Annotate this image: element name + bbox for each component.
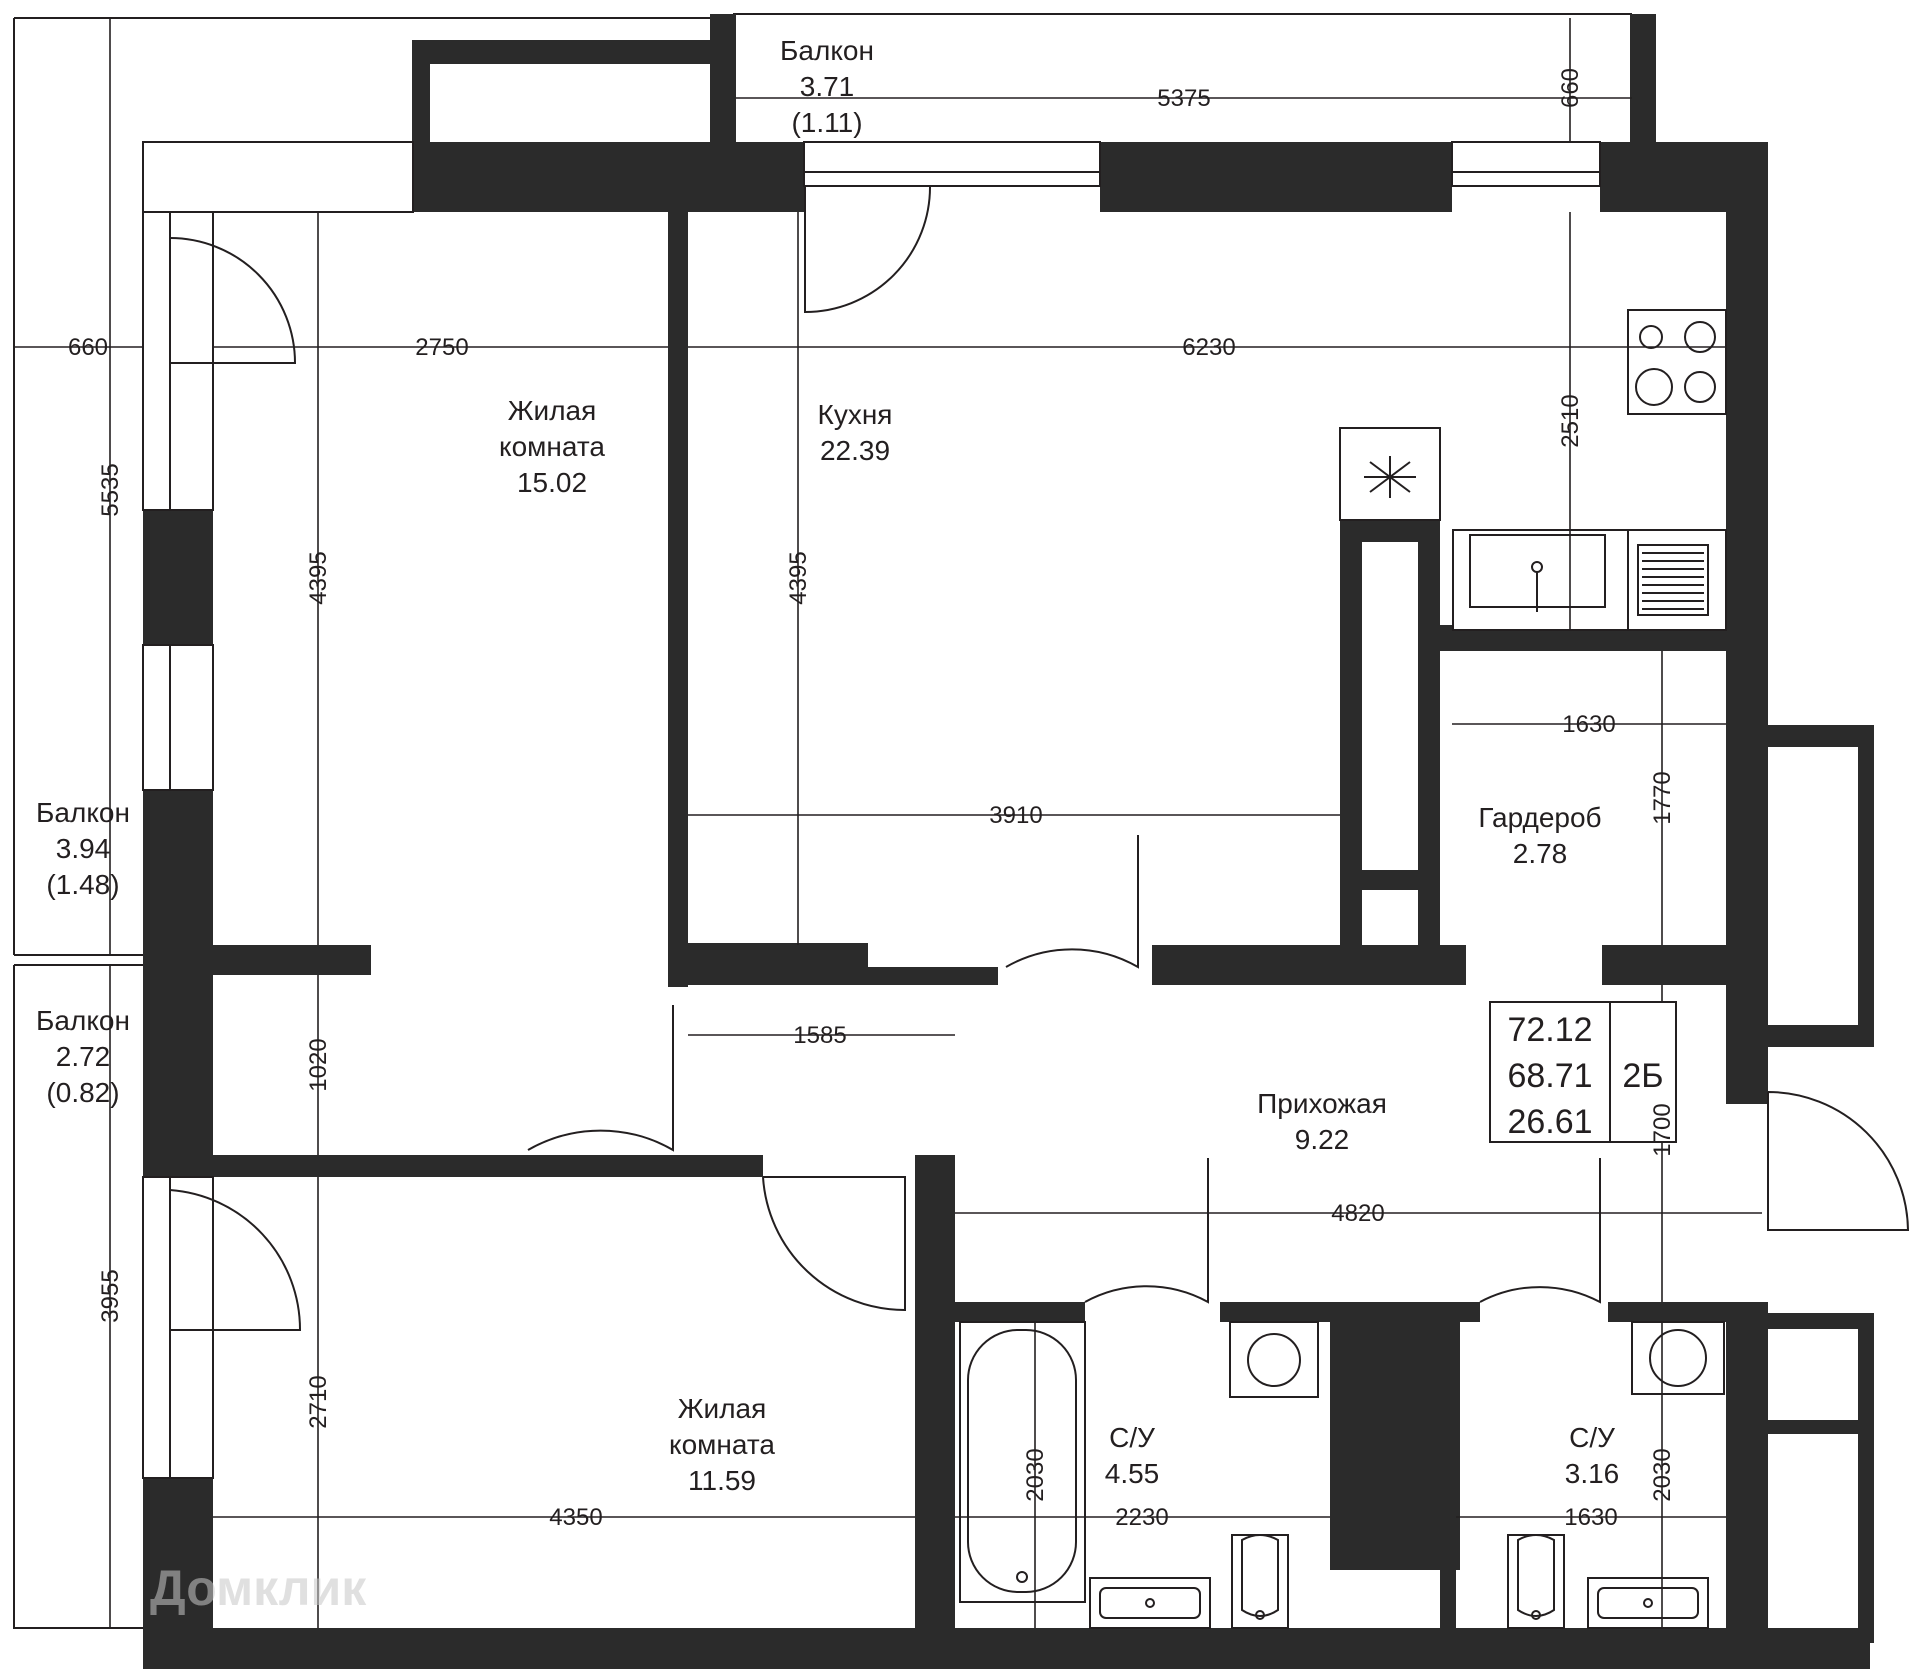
dim-1630-b: 1630 xyxy=(1564,1504,1617,1531)
living2-name-line2: комната xyxy=(669,1429,775,1460)
balcony-outlines xyxy=(13,13,1633,1629)
balcony-left2-area-reduced: (0.82) xyxy=(46,1077,119,1108)
dim-1700: 1700 xyxy=(1649,1103,1676,1156)
other-area: 26.61 xyxy=(1507,1103,1592,1141)
dim-1770: 1770 xyxy=(1649,771,1676,824)
dim-6230: 6230 xyxy=(1182,334,1235,361)
bath2-name: С/У xyxy=(1569,1422,1615,1453)
balcony-left1-area-reduced: (1.48) xyxy=(46,869,119,900)
living-area: 68.71 xyxy=(1507,1057,1592,1095)
bath1-area: 4.55 xyxy=(1105,1458,1160,1489)
dim-1020: 1020 xyxy=(305,1038,332,1091)
dim-5375: 5375 xyxy=(1157,85,1210,112)
windows xyxy=(142,141,1601,1479)
dim-660-top: 660 xyxy=(1557,68,1584,108)
wardrobe-area: 2.78 xyxy=(1513,838,1568,869)
dim-4395-b: 4395 xyxy=(785,551,812,604)
balcony-top-area: 3.71 xyxy=(800,71,855,102)
balcony-top-name: Балкон xyxy=(780,35,874,66)
dim-2030-a: 2030 xyxy=(1022,1448,1049,1501)
dimension-lines xyxy=(14,18,1762,1628)
balcony-left1-name: Балкон xyxy=(36,797,130,828)
living1-name-line1: Жилая xyxy=(508,395,597,426)
total-area: 72.12 xyxy=(1507,1011,1592,1049)
living2-name-line1: Жилая xyxy=(678,1393,767,1424)
bath1-name: С/У xyxy=(1109,1422,1155,1453)
room-labels: Балкон 3.71 (1.11) Жилая комната 15.02 К… xyxy=(36,35,1619,1496)
dim-5535: 5535 xyxy=(97,463,124,516)
balcony-top-area-reduced: (1.11) xyxy=(791,107,862,138)
dim-3910: 3910 xyxy=(989,802,1042,829)
dim-2510: 2510 xyxy=(1557,394,1584,447)
bath2-area: 3.16 xyxy=(1565,1458,1620,1489)
dim-1630-a: 1630 xyxy=(1562,711,1615,738)
living2-area: 11.59 xyxy=(688,1465,756,1496)
dim-4820: 4820 xyxy=(1331,1200,1384,1227)
doors xyxy=(169,185,1910,1331)
living1-area: 15.02 xyxy=(517,467,587,498)
balcony-left2-name: Балкон xyxy=(36,1005,130,1036)
dim-2710: 2710 xyxy=(305,1375,332,1428)
walls xyxy=(143,14,1874,1669)
dim-2230: 2230 xyxy=(1115,1504,1168,1531)
living1-name-line2: комната xyxy=(499,431,605,462)
dim-2750: 2750 xyxy=(415,334,468,361)
fixtures xyxy=(959,309,1727,1629)
kitchen-area: 22.39 xyxy=(820,435,890,466)
dim-660-left: 660 xyxy=(68,334,108,361)
hallway-name: Прихожая xyxy=(1257,1088,1387,1119)
apartment-type: 2Б xyxy=(1622,1057,1663,1095)
wardrobe-name: Гардероб xyxy=(1478,802,1601,833)
dim-3955: 3955 xyxy=(97,1269,124,1322)
balcony-left2-area: 2.72 xyxy=(56,1041,111,1072)
balcony-left1-area: 3.94 xyxy=(56,833,111,864)
dim-1585: 1585 xyxy=(793,1022,846,1049)
summary-labels: 72.12 68.71 26.61 2Б xyxy=(1507,1011,1663,1141)
watermark-logo: Домклик xyxy=(150,1560,367,1616)
dimension-labels: 5375 660 660 2750 6230 2510 5535 4395 43… xyxy=(68,68,1676,1531)
area-summary-box xyxy=(1489,1001,1677,1143)
kitchen-name: Кухня xyxy=(818,399,893,430)
dim-2030-b: 2030 xyxy=(1649,1448,1676,1501)
hallway-area: 9.22 xyxy=(1295,1124,1350,1155)
dim-4350: 4350 xyxy=(549,1504,602,1531)
dim-4395-a: 4395 xyxy=(305,551,332,604)
